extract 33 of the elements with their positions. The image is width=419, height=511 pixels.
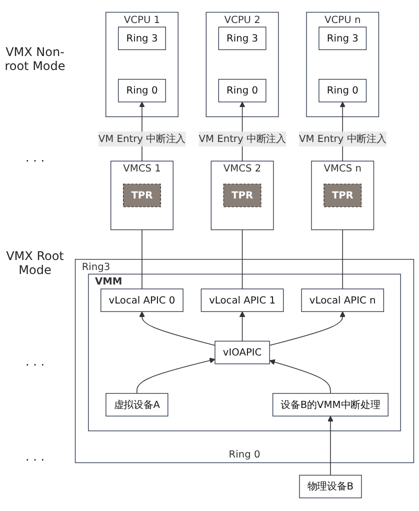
connector xyxy=(342,230,343,290)
mode-label: · · · xyxy=(24,154,46,168)
mode-label: · · · xyxy=(24,358,46,372)
node-box: vLocal APIC n xyxy=(301,289,384,312)
node-box: Ring 0 xyxy=(218,79,266,103)
node-box: 虚拟设备A xyxy=(106,394,168,417)
edge-label: VM Entry 中断注入 xyxy=(198,133,286,146)
node-box: vLocal APIC 0 xyxy=(100,289,184,312)
mode-label: VMX Root Mode xyxy=(5,248,65,276)
node-box: 物理设备B xyxy=(299,475,362,499)
node-box: TPR xyxy=(223,184,262,208)
edge-label: VM Entry 中断注入 xyxy=(98,133,186,146)
arrow xyxy=(269,312,346,346)
ring-label: Ring 0 xyxy=(228,450,260,461)
node-box: vLocal APIC 1 xyxy=(200,289,284,312)
arrow xyxy=(139,312,216,346)
node-box: Ring 3 xyxy=(218,27,266,50)
mode-label: VMX Non-root Mode xyxy=(4,44,66,72)
node-box: Ring 3 xyxy=(318,27,367,50)
node-box: TPR xyxy=(324,184,362,208)
arrow xyxy=(269,360,331,394)
arrow xyxy=(239,312,246,342)
arrow xyxy=(136,358,216,394)
node-box: vIOAPIC xyxy=(214,341,270,365)
arrow xyxy=(328,416,334,476)
connector xyxy=(242,230,243,290)
node-box: TPR xyxy=(123,184,161,208)
node-box: Ring 3 xyxy=(118,27,166,50)
node-box: Ring 0 xyxy=(318,79,367,103)
node-box: 设备B的VMM中断处理 xyxy=(272,394,388,417)
edge-label: VM Entry 中断注入 xyxy=(299,133,386,146)
mode-label: · · · xyxy=(24,452,46,466)
node-box: Ring 0 xyxy=(118,79,166,103)
